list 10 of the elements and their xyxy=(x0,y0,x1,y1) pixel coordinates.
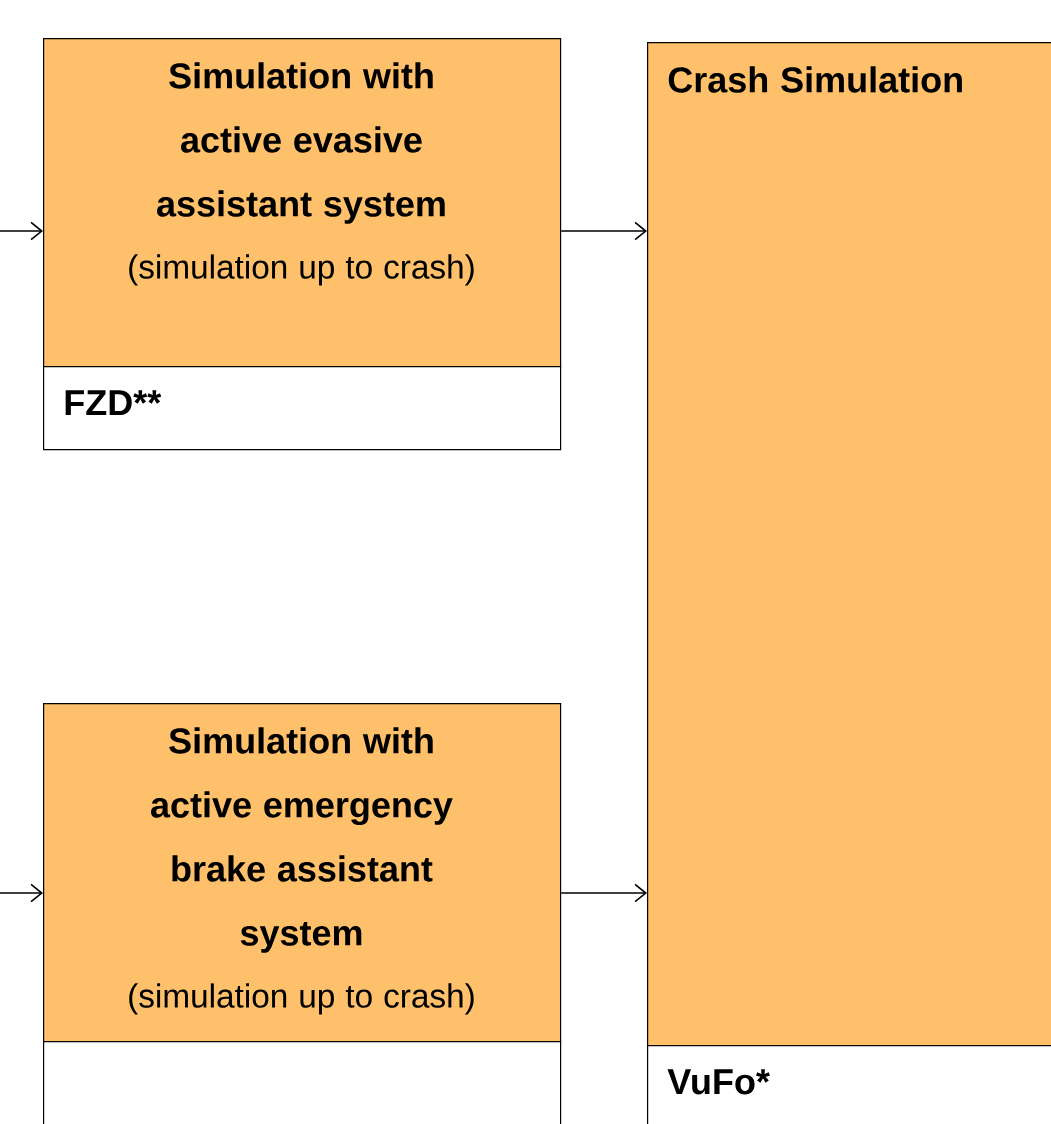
label-box: FZD** xyxy=(43,366,562,451)
process-box: Crash Simulation xyxy=(647,42,1051,1047)
arrow xyxy=(560,883,647,903)
process-box: Simulation with active evasive assistant system (simulation up to crash) xyxy=(43,38,562,368)
label-box: VuFo* xyxy=(647,1045,1051,1124)
process-box: Simulation with active emergency brake assistant system (simulation up to crash) xyxy=(43,703,562,1043)
arrow xyxy=(560,221,647,241)
arrow xyxy=(0,883,43,903)
label-box xyxy=(43,1041,562,1124)
arrow xyxy=(0,221,43,241)
